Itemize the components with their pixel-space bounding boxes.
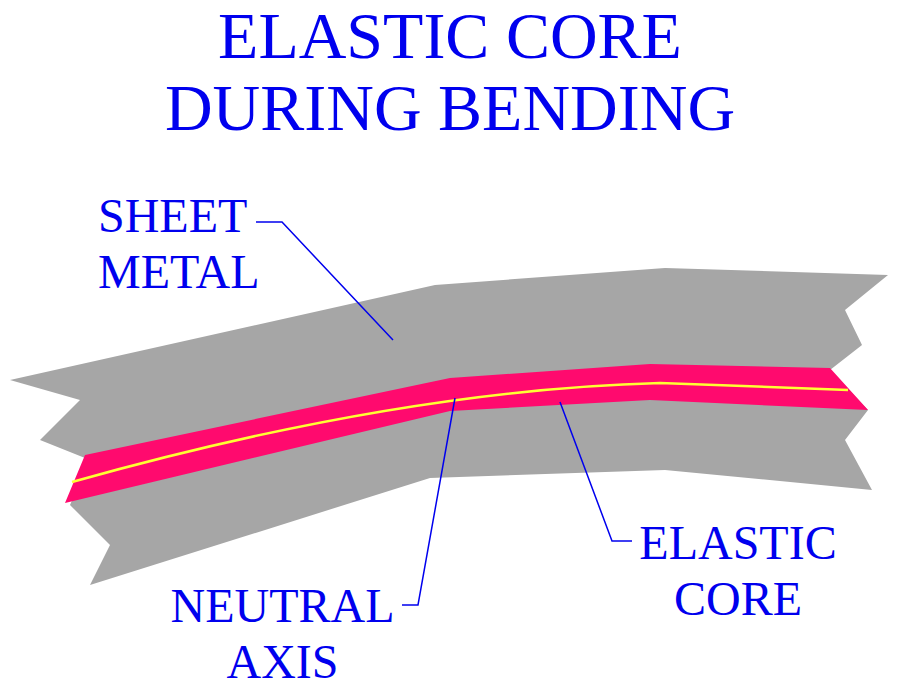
leader-line — [560, 402, 632, 541]
elastic-core — [65, 364, 868, 503]
leader-line — [256, 222, 393, 340]
neutral-axis-line — [72, 383, 848, 482]
leader-line — [402, 398, 455, 605]
part-label: SHEET METAL — [98, 188, 298, 300]
part-label: ELASTIC CORE — [628, 515, 848, 627]
title: ELASTIC CORE DURING BENDING — [140, 0, 760, 144]
part-label: NEUTRAL AXIS — [165, 578, 400, 690]
